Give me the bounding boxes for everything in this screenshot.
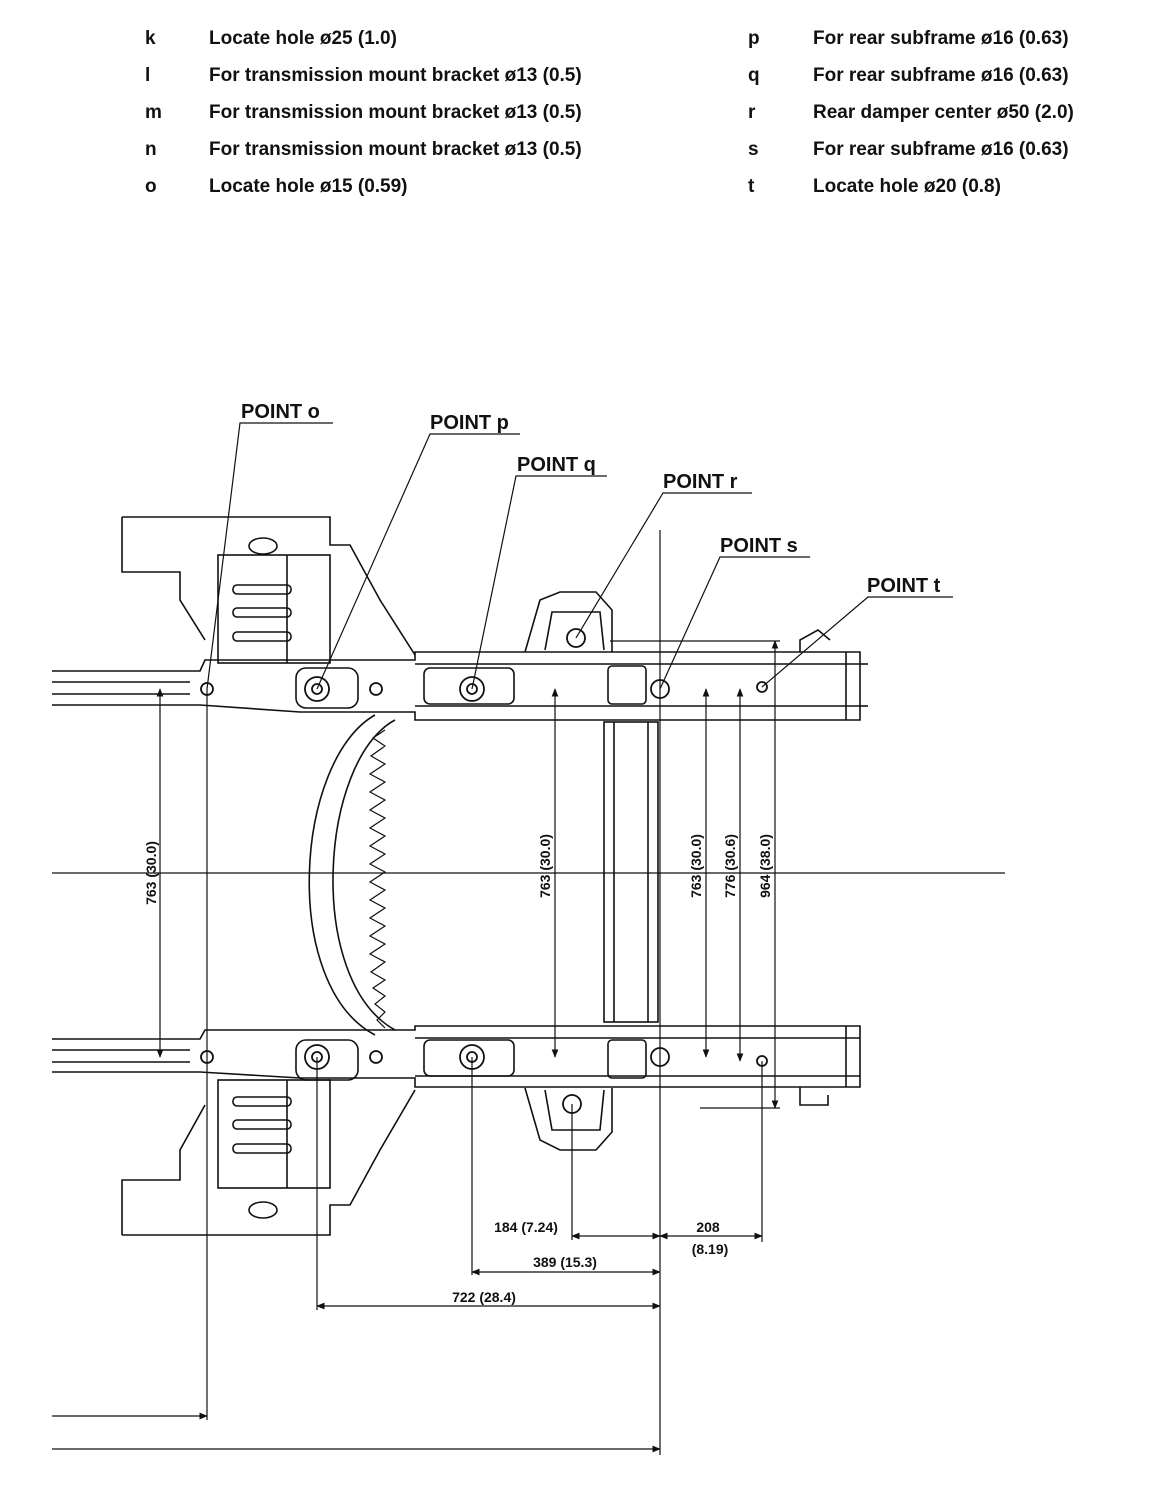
dim-text-389: 389 (15.3) <box>533 1254 597 1270</box>
legend-key: p <box>748 28 760 49</box>
legend-desc: Rear damper center ø50 (2.0) <box>813 102 1074 123</box>
legend-left: k Locate hole ø25 (1.0) l For transmissi… <box>145 28 705 228</box>
hole-p-upper <box>304 676 330 702</box>
point-p-label: POINT p <box>430 412 509 434</box>
leader-point-o <box>206 422 333 690</box>
legend-key: m <box>145 102 162 123</box>
hole-q-upper <box>459 676 485 702</box>
point-q-label: POINT q <box>517 454 596 476</box>
legend-key: q <box>748 65 760 86</box>
legend-desc: For rear subframe ø16 (0.63) <box>813 28 1069 49</box>
dim-text-763-left: 763 (30.0) <box>143 841 159 905</box>
dim-text-722: 722 (28.4) <box>452 1289 516 1305</box>
legend-key: o <box>145 176 157 197</box>
dim-text-184: 184 (7.24) <box>494 1219 558 1235</box>
legend-key: s <box>748 139 759 160</box>
legend-key: n <box>145 139 157 160</box>
legend-key: r <box>748 102 756 123</box>
legend-desc: Locate hole ø25 (1.0) <box>209 28 397 49</box>
leader-point-t <box>761 596 953 688</box>
legend-desc: Locate hole ø20 (0.8) <box>813 176 1001 197</box>
dim-text-763-mid: 763 (30.0) <box>537 834 553 898</box>
legend-right: p For rear subframe ø16 (0.63) q For rea… <box>748 28 1148 228</box>
leader-point-q <box>471 475 607 690</box>
point-o-label: POINT o <box>241 401 320 423</box>
hole-r-upper <box>566 628 586 648</box>
leader-point-s <box>659 556 810 690</box>
reference-lines <box>206 530 780 1455</box>
dim-text-776: 776 (30.6) <box>722 834 738 898</box>
point-r-label: POINT r <box>663 471 738 493</box>
legend-desc: For transmission mount bracket ø13 (0.5) <box>209 139 582 160</box>
frame-outline <box>52 516 1005 1236</box>
legend-desc: For transmission mount bracket ø13 (0.5) <box>209 65 582 86</box>
legend-desc: For transmission mount bracket ø13 (0.5) <box>209 102 582 123</box>
leader-point-p <box>316 433 520 690</box>
legend-key: k <box>145 28 156 49</box>
leader-lines <box>206 422 953 690</box>
dim-text-208: 208 <box>696 1219 720 1235</box>
legend-desc: For rear subframe ø16 (0.63) <box>813 65 1069 86</box>
point-s-label: POINT s <box>720 535 798 557</box>
dim-text-763-right: 763 (30.0) <box>688 834 704 898</box>
point-t-label: POINT t <box>867 575 941 597</box>
legend-desc: For rear subframe ø16 (0.63) <box>813 139 1069 160</box>
dim-text-208-inch: (8.19) <box>692 1241 729 1257</box>
dimension-arrows <box>52 640 779 1453</box>
leader-point-r <box>575 492 752 639</box>
legend-desc: Locate hole ø15 (0.59) <box>209 176 408 197</box>
hole-t-upper <box>756 681 768 693</box>
dim-text-964: 964 (38.0) <box>757 834 773 898</box>
legend-key: l <box>145 65 151 86</box>
legend-key: t <box>748 176 755 197</box>
